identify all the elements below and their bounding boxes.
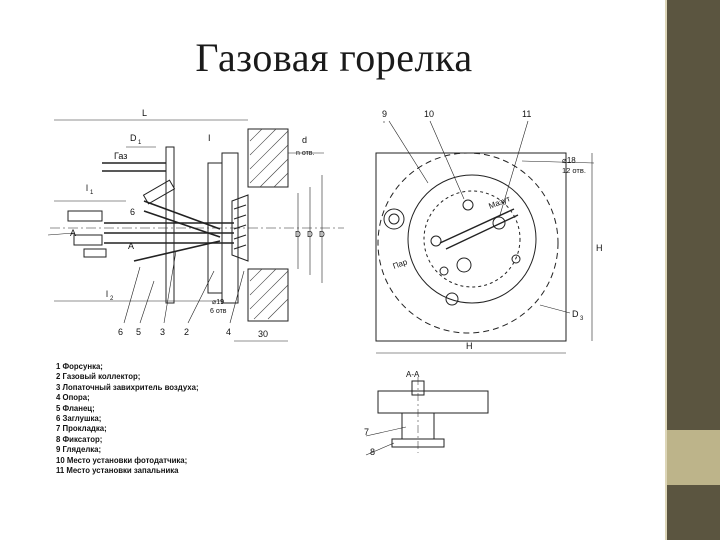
callout-10: 10 <box>424 109 434 119</box>
front-hole-count: 12 отв. <box>562 166 586 175</box>
label-mazut: Мазут <box>487 194 511 211</box>
legend-item: 4 Опора; <box>56 393 90 403</box>
dim-l1: l <box>86 183 88 193</box>
legend-item: 11 Место установки запальника <box>56 466 179 476</box>
legend-item: 10 Место установки фотодатчика; <box>56 455 188 465</box>
callout-2: 2 <box>184 327 189 337</box>
slide-side-bar-bottom <box>667 485 720 540</box>
swirler <box>231 194 249 262</box>
dim-D3-sub: 3 <box>580 316 584 322</box>
legend-item: 8 Фиксатор; <box>56 434 103 444</box>
legend-item: 1 Форсунка; <box>56 362 103 371</box>
callout-11: 11 <box>522 109 531 119</box>
dim-D1-sub: 1 <box>138 140 142 146</box>
section-A-top: A <box>70 228 76 238</box>
dim-D-inner-a: D <box>295 230 301 239</box>
callout-4: 4 <box>226 327 231 337</box>
dim-H-right: H <box>596 243 603 253</box>
dim-D-inner-c: D <box>319 230 325 239</box>
dim-l1-sub: 1 <box>90 190 94 196</box>
front-plate-square <box>375 152 567 342</box>
dim-hole19: ⌀19 <box>212 299 224 306</box>
section-plate <box>377 390 489 414</box>
dim-hole-count: 6 отв <box>210 308 227 315</box>
dim-L: L <box>142 108 147 118</box>
nozzle-head <box>67 210 103 222</box>
slide-side-accent <box>667 430 720 485</box>
callout-8: 8 <box>370 447 375 457</box>
callout-6: 6 <box>118 327 123 337</box>
dim-D1: D <box>130 133 137 143</box>
dim-30: 30 <box>258 329 268 339</box>
dim-l2-sub: 2 <box>110 296 114 302</box>
burner-disk <box>407 174 537 304</box>
legend-item: 2 Газовый коллектор; <box>56 372 141 382</box>
front-plate <box>165 146 175 304</box>
legend-item: 5 Фланец; <box>56 403 95 413</box>
sight-glass <box>383 208 405 230</box>
callout-5: 5 <box>136 327 141 337</box>
callout-6-top: 6 <box>130 207 135 217</box>
callout-3: 3 <box>160 327 165 337</box>
front-hole18: ⌀18 <box>562 156 576 165</box>
bolt-circle <box>377 152 559 334</box>
slide-edge-line <box>665 0 667 540</box>
callout-9: 9 <box>382 109 387 119</box>
legend-item: 3 Лопаточный завихритель воздуха; <box>56 382 199 392</box>
dim-H-bottom: H <box>466 341 473 351</box>
legend-item: 6 Заглушка; <box>56 414 102 424</box>
slide-side-bar <box>667 0 720 430</box>
dim-d: d <box>302 135 307 145</box>
dim-D-inner-b: D <box>307 230 313 239</box>
section-I-label: I <box>208 133 211 143</box>
section-title: А-А <box>406 370 420 379</box>
section-A-bottom: A <box>128 241 134 251</box>
legend-item: 9 Гляделка; <box>56 445 102 455</box>
dim-D3: D <box>572 309 579 319</box>
legend-item: 7 Прокладка; <box>56 424 107 434</box>
parts-legend: 1 Форсунка; 2 Газовый коллектор; 3 Лопат… <box>56 362 199 476</box>
dim-l2: l <box>106 289 108 299</box>
gas-label: Газ <box>114 151 127 161</box>
callout-7: 7 <box>364 427 369 437</box>
burner-drawing: L D 1 Газ I d n отв. l 1 l 2 A A D D D ⌀… <box>32 91 636 501</box>
wall-block-top <box>247 128 289 188</box>
label-par: Пар <box>392 257 409 271</box>
slide-title: Газовая горелка <box>195 35 473 80</box>
dim-n-holes: n отв. <box>296 150 315 157</box>
